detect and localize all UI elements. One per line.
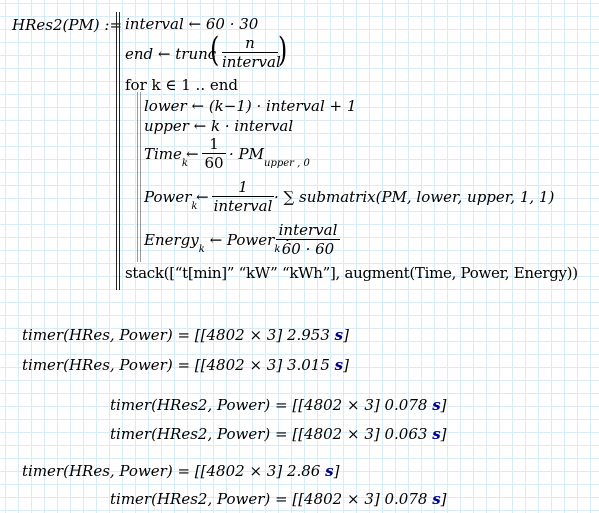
result-row[interactable]: timer(HRes2, Power) = [[4802 × 3] 0.078 … bbox=[110, 396, 447, 414]
lower-assignment: lower ← (k−1) · interval + 1 bbox=[144, 97, 357, 115]
time-lhs: Timek bbox=[144, 145, 188, 169]
power-lhs: Powerk bbox=[144, 188, 198, 212]
end-right-paren: ) bbox=[277, 30, 288, 70]
end-left-paren: ( bbox=[209, 30, 220, 70]
result-row[interactable]: timer(HRes2, Power) = [[4802 × 3] 0.078 … bbox=[110, 490, 447, 508]
program-bar-for bbox=[137, 92, 138, 262]
result-row[interactable]: timer(HRes, Power) = [[4802 × 3] 2.86 s] bbox=[22, 462, 340, 480]
time-rhs: · PMupper , 0 bbox=[229, 145, 310, 169]
end-fraction: n interval bbox=[222, 34, 281, 71]
power-rhs: · ∑ submatrix(PM, lower, upper, 1, 1) bbox=[274, 188, 555, 206]
result-row[interactable]: timer(HRes, Power) = [[4802 × 3] 3.015 s… bbox=[22, 356, 349, 374]
interval-assignment: interval ← 60 · 30 bbox=[125, 15, 259, 33]
time-fraction: 1 60 bbox=[202, 136, 226, 171]
program-bar-for-2 bbox=[140, 92, 141, 262]
upper-assignment: upper ← k · interval bbox=[144, 117, 294, 135]
energy-fraction: interval 60 · 60 bbox=[276, 222, 340, 257]
stack-output: stack([“t[min]” “kW” “kWh”], augment(Tim… bbox=[125, 264, 578, 282]
power-fraction: 1 interval bbox=[212, 178, 274, 215]
result-row[interactable]: timer(HRes2, Power) = [[4802 × 3] 0.063 … bbox=[110, 425, 447, 443]
program-bar-outer bbox=[116, 12, 117, 290]
function-header: HRes2(PM) := bbox=[12, 16, 123, 34]
end-assignment: end ← trunc bbox=[125, 45, 217, 63]
time-arrow: ← bbox=[186, 145, 199, 163]
for-loop: for k ∈ 1 .. end bbox=[125, 76, 239, 94]
result-row[interactable]: timer(HRes, Power) = [[4802 × 3] 2.953 s… bbox=[22, 326, 349, 344]
energy-lhs: Energyk ← Powerk · bbox=[144, 231, 290, 255]
power-arrow: ← bbox=[196, 188, 209, 206]
program-bar-outer-2 bbox=[119, 12, 120, 290]
